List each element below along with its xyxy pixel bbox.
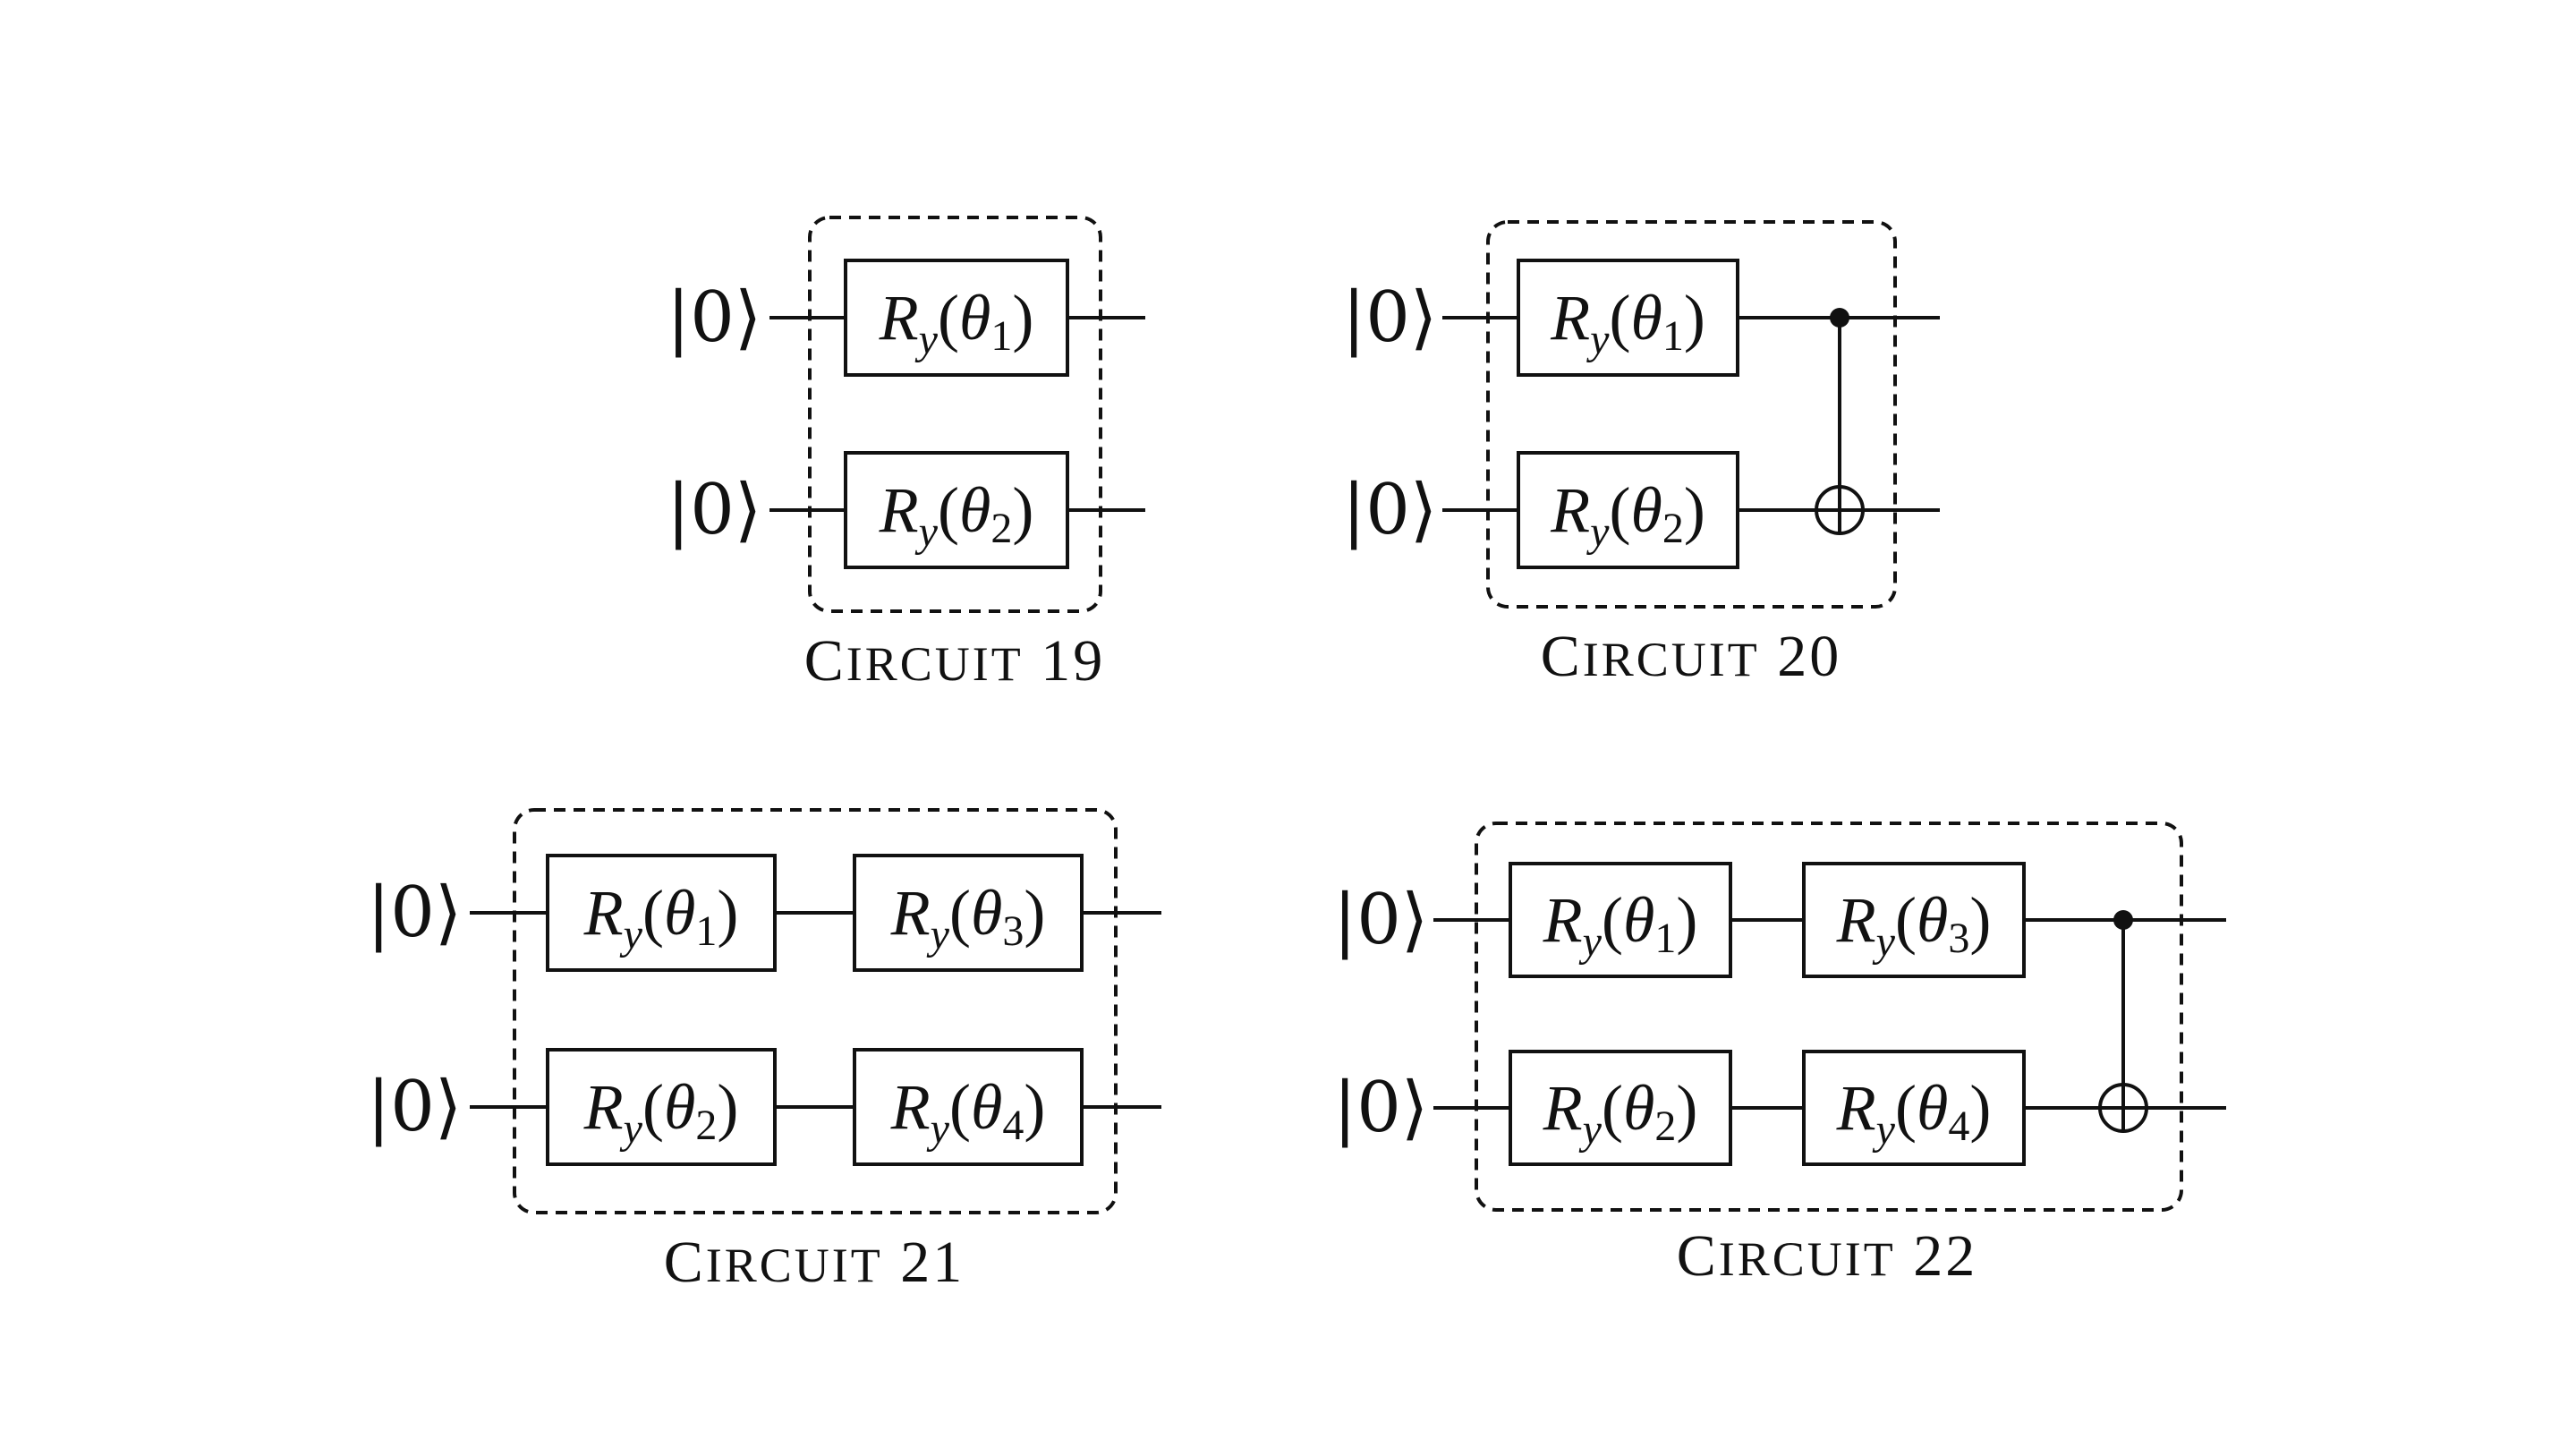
circuit-22: |0⟩ |0⟩ Ry(θ1) Ry(θ2) Ry(θ3) Ry(θ4) CIRCUIT 22: [1333, 822, 2226, 1289]
gate-box: [853, 1048, 1084, 1166]
circuit-caption: CIRCUIT 22: [1677, 1223, 1978, 1289]
circuit-caption: CIRCUIT 19: [804, 628, 1106, 694]
gate-box: [844, 259, 1069, 377]
ry-gate-theta-1: Ry(θ1): [1517, 259, 1739, 377]
ry-gate-theta-1: Ry(θ1): [1509, 862, 1732, 978]
control-dot-icon: [1830, 308, 1849, 328]
cnot-gate: [2098, 910, 2148, 1133]
ry-gate-theta-4: Ry(θ4): [853, 1048, 1084, 1166]
dashed-layer-box: [1486, 220, 1897, 609]
gate-box: [546, 854, 777, 972]
gate-box: [844, 451, 1069, 569]
dashed-layer-box: [808, 216, 1102, 613]
control-dot-icon: [2113, 910, 2133, 930]
ry-gate-theta-1: Ry(θ1): [844, 259, 1069, 377]
gate-label: Ry(θ2): [1550, 474, 1705, 556]
gate-label: Ry(θ1): [583, 877, 739, 958]
ry-gate-theta-4: Ry(θ4): [1802, 1050, 2026, 1166]
gate-label: Ry(θ3): [890, 877, 1046, 958]
gate-box: [1802, 862, 2026, 978]
circuit-caption: CIRCUIT 21: [664, 1230, 965, 1295]
gate-label: Ry(θ1): [1550, 282, 1705, 363]
dashed-layer-box: [1475, 822, 2183, 1212]
input-ket-label: |0⟩: [367, 1067, 462, 1147]
input-ket-label: |0⟩: [1333, 880, 1428, 960]
input-ket-label: |0⟩: [667, 277, 761, 358]
gate-box: [1802, 1050, 2026, 1166]
circuit-19: |0⟩ |0⟩ Ry(θ1) Ry(θ2) CIRCUIT 19: [667, 216, 1145, 694]
gate-label: Ry(θ2): [583, 1071, 739, 1153]
gate-label: Ry(θ1): [1543, 884, 1698, 966]
gate-label: Ry(θ4): [1836, 1072, 1992, 1154]
ry-gate-theta-2: Ry(θ2): [844, 451, 1069, 569]
input-ket-label: |0⟩: [667, 470, 761, 550]
gate-box: [1517, 451, 1739, 569]
gate-box: [546, 1048, 777, 1166]
ry-gate-theta-3: Ry(θ3): [853, 854, 1084, 972]
dashed-layer-box: [513, 808, 1118, 1214]
circuit-20: |0⟩ |0⟩ Ry(θ1) Ry(θ2) CIRCUIT 20: [1342, 220, 1940, 689]
cnot-gate: [1815, 308, 1865, 535]
input-ket-label: |0⟩: [1333, 1068, 1428, 1148]
circuit-21: |0⟩ |0⟩ Ry(θ1) Ry(θ2) Ry(θ3) Ry(θ4) CIRCUIT 21: [367, 808, 1161, 1295]
gate-box: [853, 854, 1084, 972]
gate-label: Ry(θ1): [879, 282, 1034, 363]
ry-gate-theta-1: Ry(θ1): [546, 854, 777, 972]
ry-gate-theta-3: Ry(θ3): [1802, 862, 2026, 978]
ry-gate-theta-2: Ry(θ2): [546, 1048, 777, 1166]
gate-label: Ry(θ2): [1543, 1072, 1698, 1154]
input-ket-label: |0⟩: [1342, 277, 1437, 358]
input-ket-label: |0⟩: [367, 873, 462, 953]
gate-label: Ry(θ2): [879, 474, 1034, 556]
ry-gate-theta-2: Ry(θ2): [1517, 451, 1739, 569]
gate-box: [1509, 1050, 1732, 1166]
gate-box: [1517, 259, 1739, 377]
input-ket-label: |0⟩: [1342, 470, 1437, 550]
gate-label: Ry(θ3): [1836, 884, 1992, 966]
circuit-caption: CIRCUIT 20: [1541, 624, 1842, 689]
gate-label: Ry(θ4): [890, 1071, 1046, 1153]
gate-box: [1509, 862, 1732, 978]
ry-gate-theta-2: Ry(θ2): [1509, 1050, 1732, 1166]
